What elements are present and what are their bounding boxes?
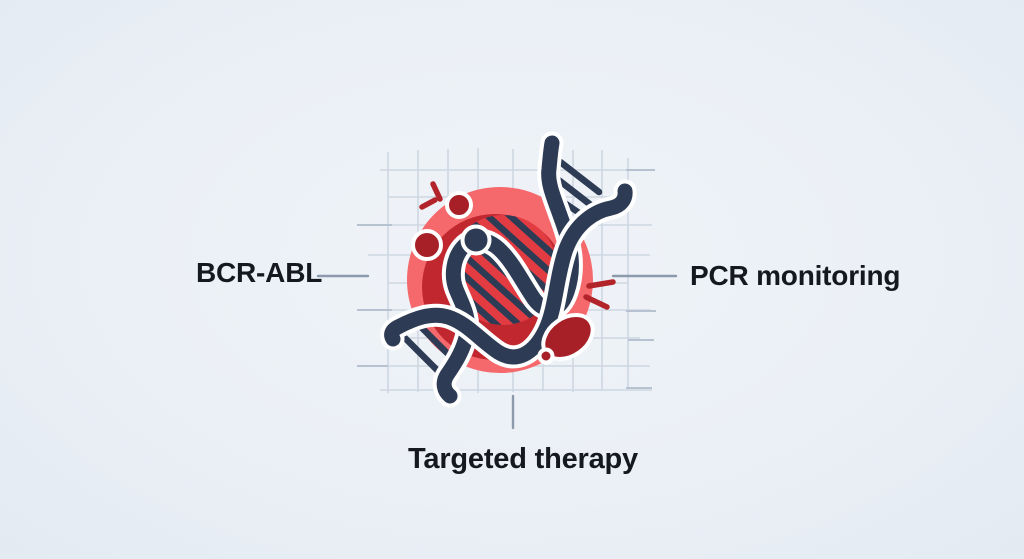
label-bcr-abl: BCR-ABL (196, 257, 323, 288)
spark-marks-right-icon (583, 279, 616, 310)
blood-cell-small-icon (537, 347, 555, 365)
label-targeted-therapy: Targeted therapy (408, 443, 638, 475)
blood-cell-top-icon (445, 191, 473, 219)
dna-strand-back (432, 131, 583, 408)
helix-node-bead-icon (460, 224, 492, 256)
label-pcr-monitoring: PCR monitoring (690, 260, 901, 291)
blood-cell-left-icon (411, 229, 443, 261)
spark-marks-left-icon (419, 181, 443, 210)
dna-strand-front (380, 179, 637, 369)
